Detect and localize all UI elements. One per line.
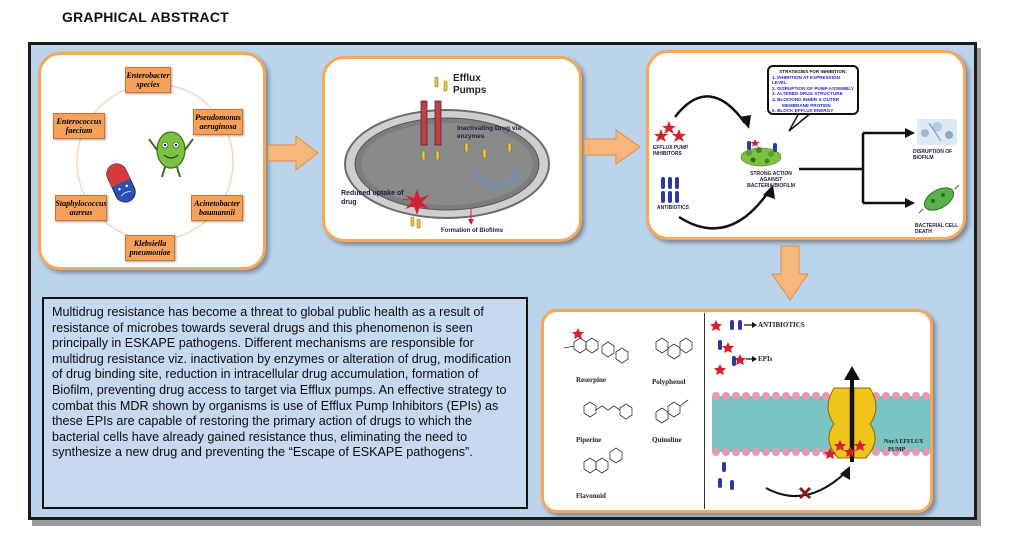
strategy-item: 3. ALTERED DRUG STRUCTURE <box>772 91 843 97</box>
label-quinoline: Quinoline <box>652 436 682 444</box>
panel-divider <box>704 313 705 509</box>
label-disruption-biofilm: DISRUPTION OF BIOFILM <box>913 149 953 161</box>
curve-arrow-icon <box>674 95 747 124</box>
label-bacterial-death: BACTERIAL CELL DEATH <box>915 223 959 235</box>
label-reserpine: Reserpine <box>576 376 606 384</box>
pathogen-enterococcus: Enterococcus faecium <box>53 113 105 139</box>
strategy-item: 4. BLOCKING INNER & OUTER <box>772 96 840 102</box>
strategy-item: 2. DISRUPTION OF PUMP ASSEMBLY <box>772 85 854 91</box>
label-antibiotics: ANTIBIOTICS <box>657 205 689 211</box>
label-pump: PUMP <box>888 447 906 453</box>
pathogen-staphylococcus: Staphylococcus aureus <box>55 195 107 221</box>
arrow-down-icon <box>771 245 809 301</box>
label-nora-efflux: NorA EFFLUX <box>884 439 924 445</box>
nora-pump-icon <box>827 366 877 462</box>
arrow-right-icon <box>267 134 319 172</box>
bacteria-monster-icon <box>148 131 194 178</box>
epi-membrane-diagram <box>563 320 930 500</box>
molecule-structure-icons <box>563 337 693 474</box>
strategy-diagram <box>654 95 960 230</box>
strategies-box: STRATEGIES FOR INHIBITION: 1. INHIBITION… <box>767 65 859 115</box>
label-efflux-pumps: Efflux Pumps <box>453 73 487 96</box>
label-biofilm: Formation of Biofilms <box>441 228 503 234</box>
abstract-text: Multidrug resistance has become a threat… <box>42 297 528 509</box>
panel-strategy: STRATEGIES FOR INHIBITION: 1. INHIBITION… <box>646 50 966 240</box>
pathogen-enterobacter: Enterobacter species <box>125 67 171 93</box>
pathogen-acinetobacter: Acinetobacter baumannii <box>191 195 243 221</box>
panel-pathogens: Enterobacter species Pseudomonas aerugin… <box>38 52 266 270</box>
efflux-pump-icon <box>420 100 442 146</box>
drug-capsule-icon <box>410 76 512 229</box>
bacteria-cluster-icon <box>740 139 782 167</box>
dead-bacteria-icon <box>918 184 960 214</box>
strategy-item: MEMBRANE PROTEIN <box>782 102 831 108</box>
enzyme-arrow-icon <box>472 169 517 189</box>
biofilm-disruption-icon <box>917 119 957 145</box>
strategies-header: STRATEGIES FOR INHIBITION: <box>779 69 847 74</box>
label-membrane-epis: EPIs <box>758 355 773 363</box>
antibiotic-capsule-icons <box>661 177 679 203</box>
label-piperine: Piperine <box>576 436 602 444</box>
label-strong-action: STRONG ACTION AGAINST BACTERIA/BIOFILM <box>747 171 795 189</box>
epi-star-icons <box>710 320 866 459</box>
panel-epi-action: Reserpine Polyphenol Piperine Quinoline … <box>541 309 933 513</box>
label-epi: EFFLUX PUMP INHIBITORS <box>653 145 689 157</box>
strategy-item: 5. BLOCK EFFLUX ENERGY <box>772 108 834 114</box>
strategy-item: 1. INHIBITION AT EXPRESSION LEVEL <box>772 74 840 86</box>
antibiotic-capsule-icons <box>718 320 742 490</box>
blocked-uptake-icon <box>405 189 429 215</box>
label-flavonoid: Flavonoid <box>576 492 606 500</box>
capsule-pill-icon <box>106 163 136 203</box>
page-title: GRAPHICAL ABSTRACT <box>62 9 229 25</box>
label-polyphenol: Polyphenol <box>652 378 686 386</box>
epi-star-icon <box>572 328 584 339</box>
label-reduced-uptake: Reduced uptake of drug <box>341 190 404 206</box>
label-membrane-antibiotics: ANTIBIOTICS <box>758 321 805 329</box>
epi-star-icons <box>654 121 686 142</box>
label-inactivating: Inactivating Drug via enzymes <box>457 125 521 140</box>
pathogen-klebsiella: Klebsiella pneumoniae <box>125 235 175 261</box>
bacterial-cell-diagram <box>344 76 550 229</box>
pathogen-illustration <box>76 83 234 241</box>
arrow-right-icon <box>583 129 641 165</box>
blocked-x-icon <box>798 486 812 500</box>
panel-mechanisms: Efflux Pumps Inactivating Drug via enzym… <box>322 56 582 242</box>
curve-arrow-icon <box>678 190 771 230</box>
pathogen-pseudomonas: Pseudomonas aeruginosa <box>193 109 243 135</box>
